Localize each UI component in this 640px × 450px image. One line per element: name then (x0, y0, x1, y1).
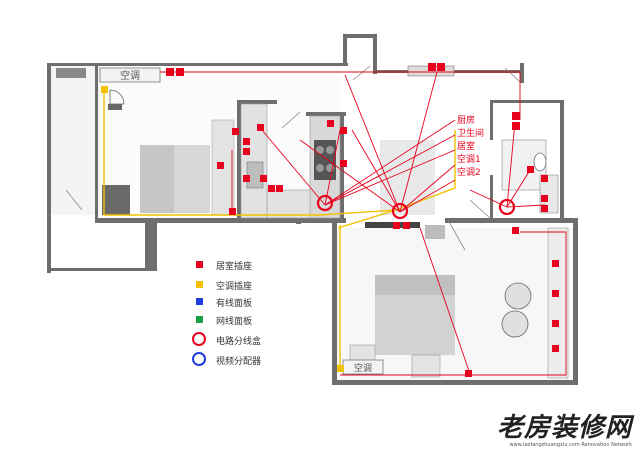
legend-ring-splitter (192, 352, 206, 366)
balcony-plants (56, 68, 86, 78)
junction-boxes (316, 194, 516, 220)
circuit-label-ac2: 空调2 (457, 166, 481, 178)
legend-symbols (192, 261, 206, 366)
legend-cable-panel: 有线面板 (216, 299, 253, 309)
circuit-wiring (160, 71, 567, 376)
circuit-label-list: 厨房 卫生间 居室 空调1 空调2 (457, 114, 484, 178)
legend-ring-junction (192, 332, 206, 346)
watermark-text: 老房装修网 (496, 413, 632, 443)
circuit-label-kitchen: 厨房 (457, 114, 475, 126)
ac-unit-top (99, 67, 161, 83)
legend-swatch-room-outlet (196, 261, 203, 268)
legend-room-outlet: 居室插座 (216, 262, 253, 272)
stove (314, 140, 336, 180)
room-outlets (166, 63, 559, 377)
site-watermark: 老房装修网 www.laofangzhuangxiu.com Renovatio… (497, 414, 632, 448)
ac-outlets (101, 86, 344, 372)
legend-ac-outlet: 空调插座 (216, 282, 253, 292)
watermark-subtitle: www.laofangzhuangxiu.com Renovation Netw… (509, 442, 632, 448)
kitchen-counter-left (240, 103, 268, 219)
tv-console (365, 222, 420, 228)
circuit-label-bedroom: 居室 (457, 140, 475, 152)
wardrobe (547, 227, 569, 379)
ac-label-bottom: 空调 (354, 362, 372, 374)
armchair (102, 185, 130, 215)
legend-swatch-network-panel (196, 316, 203, 323)
circuit-label-ac1: 空调1 (457, 153, 481, 165)
legend-network-panel: 网线面板 (216, 317, 253, 327)
circuit-label-bathroom: 卫生间 (457, 127, 484, 139)
legend-junction-box: 电路分线盒 (216, 337, 262, 347)
legend-swatch-ac-outlet (196, 281, 203, 288)
legend-video-splitter: 视频分配器 (216, 357, 262, 367)
doors (65, 65, 521, 251)
toilet (533, 152, 547, 172)
kitchen-counter-bottom (266, 189, 313, 219)
legend-swatch-cable-panel (196, 298, 203, 305)
walls (47, 34, 578, 385)
ac-label-top: 空调 (120, 69, 140, 82)
round-chair (504, 282, 532, 310)
